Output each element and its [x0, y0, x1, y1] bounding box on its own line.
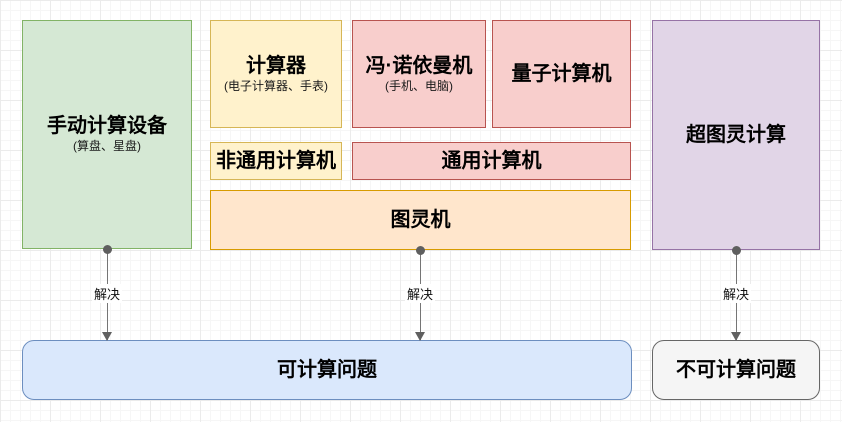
node-uncomputable-problems: 不可计算问题 — [652, 340, 820, 400]
arrowhead-icon — [102, 332, 112, 341]
node-sublabel: (算盘、星盘) — [73, 139, 141, 154]
node-label: 非通用计算机 — [216, 149, 336, 172]
edge-label: 解决 — [404, 284, 436, 303]
node-quantum-computer: 量子计算机 — [492, 20, 631, 128]
arrowhead-icon — [731, 332, 741, 341]
edge-label: 解决 — [720, 284, 752, 303]
node-label: 量子计算机 — [511, 62, 612, 85]
node-label: 可计算问题 — [277, 358, 377, 381]
node-label: 不可计算问题 — [676, 358, 796, 381]
node-label: 通用计算机 — [441, 149, 542, 172]
node-sublabel: (手机、电脑) — [385, 78, 453, 93]
node-label: 计算器 — [246, 54, 306, 77]
node-von-neumann-machine: 冯·诺依曼机 (手机、电脑) — [352, 20, 486, 128]
node-computable-problems: 可计算问题 — [22, 340, 632, 400]
arrowhead-icon — [415, 332, 425, 341]
edge-source-dot — [415, 245, 425, 255]
node-super-turing-computing: 超图灵计算 — [652, 20, 820, 250]
edge-source-dot — [102, 244, 112, 254]
node-general-computer: 通用计算机 — [352, 142, 631, 180]
node-manual-computing-devices: 手动计算设备 (算盘、星盘) — [22, 20, 192, 249]
node-non-general-computer: 非通用计算机 — [210, 142, 342, 180]
node-calculator: 计算器 (电子计算器、手表) — [210, 20, 342, 128]
node-sublabel: (电子计算器、手表) — [224, 78, 328, 93]
node-turing-machine: 图灵机 — [210, 190, 631, 250]
node-label: 超图灵计算 — [686, 123, 786, 146]
edge-label: 解决 — [91, 283, 123, 303]
node-label: 冯·诺依曼机 — [365, 54, 473, 77]
edge-source-dot — [731, 245, 741, 255]
node-label: 手动计算设备 — [47, 115, 167, 138]
node-label: 图灵机 — [390, 208, 451, 231]
